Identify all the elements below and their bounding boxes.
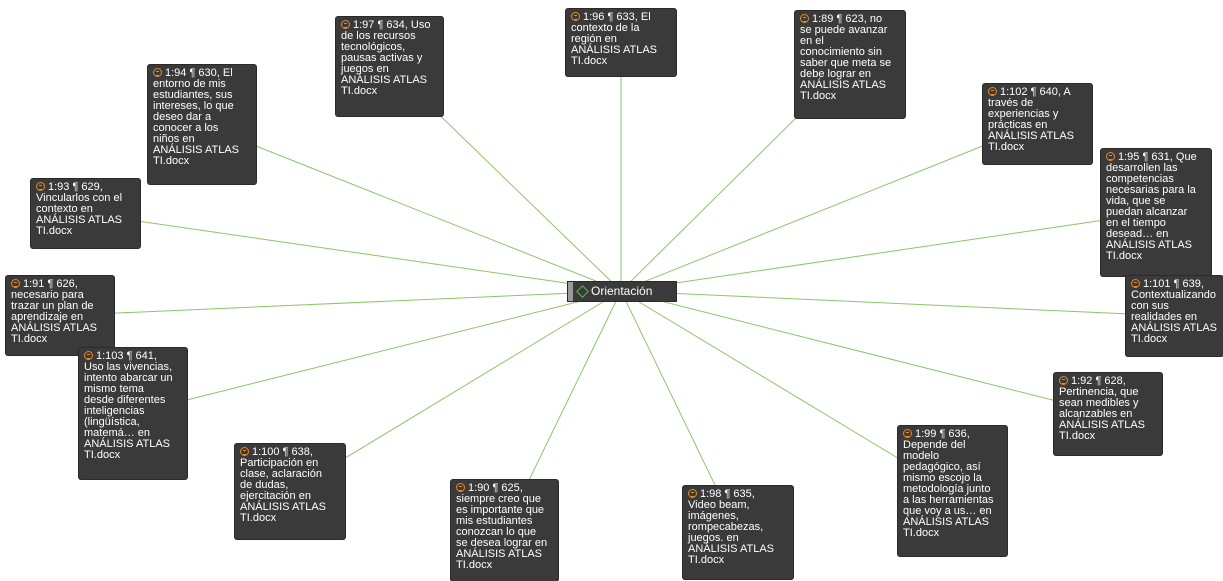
- quotation-icon: [456, 483, 465, 492]
- quotation-icon: [84, 351, 93, 360]
- quotation-icon: [341, 20, 350, 29]
- code-label: Orientación: [591, 284, 653, 298]
- edge-line: [620, 212, 1157, 292]
- edge-line: [201, 124, 622, 292]
- quote-node[interactable]: 1:97 ¶ 634, Uso de los recursos tecnológ…: [336, 17, 443, 116]
- quote-node[interactable]: 1:99 ¶ 636, Depende del modelo pedagógic…: [898, 426, 1007, 556]
- edge-line: [620, 290, 953, 492]
- quotation-icon: [688, 489, 697, 498]
- quote-node[interactable]: 1:102 ¶ 640, A través de experiencias y …: [983, 84, 1092, 164]
- quotation-icon: [36, 182, 45, 191]
- edge-line: [620, 290, 1109, 415]
- quote-text: 1:101 ¶ 639, Contextualizando con sus re…: [1131, 278, 1218, 345]
- quote-node[interactable]: 1:93 ¶ 629, Vincularlos con el contexto …: [31, 179, 140, 248]
- quote-node[interactable]: 1:90 ¶ 625, siempre creo que es importan…: [451, 480, 558, 581]
- quotation-icon: [240, 447, 249, 456]
- edge-line: [85, 213, 622, 292]
- quote-node[interactable]: 1:98 ¶ 635, Video beam, imágenes, rompec…: [683, 486, 793, 579]
- quotation-icon: [11, 279, 20, 288]
- quote-text: 1:97 ¶ 634, Uso de los recursos tecnológ…: [341, 19, 431, 97]
- quote-text: 1:90 ¶ 625, siempre creo que es importan…: [456, 482, 548, 571]
- quotation-icon: [571, 12, 580, 21]
- quotation-icon: [988, 87, 997, 96]
- quotation-icon: [1106, 152, 1115, 161]
- quote-text: 1:100 ¶ 638, Participación en clase, acl…: [240, 446, 327, 524]
- quote-text: 1:93 ¶ 629, Vincularlos con el contexto …: [36, 181, 123, 237]
- quote-text: 1:103 ¶ 641, Uso las vivencias, intento …: [84, 350, 173, 461]
- quote-text: 1:95 ¶ 631, Que desarrollen las competen…: [1106, 151, 1197, 262]
- quote-text: 1:99 ¶ 636, Depende del modelo pedagógic…: [903, 428, 994, 539]
- quotation-icon: [1059, 376, 1068, 385]
- quote-node[interactable]: 1:94 ¶ 630, El entorno de mis estudiante…: [148, 65, 256, 184]
- quote-node[interactable]: 1:91 ¶ 626, necesario para trazar un pla…: [6, 276, 114, 355]
- quotation-icon: [1131, 279, 1140, 288]
- quote-text: 1:92 ¶ 628, Pertinencia, que sean medibl…: [1059, 375, 1146, 442]
- quote-node[interactable]: 1:101 ¶ 639, Contextualizando con sus re…: [1126, 276, 1223, 356]
- edge-line: [620, 290, 1175, 317]
- quote-text: 1:102 ¶ 640, A través de experiencias y …: [988, 86, 1075, 153]
- quote-text: 1:96 ¶ 633, El contexto de la región en …: [571, 11, 658, 67]
- quote-text: 1:91 ¶ 626, necesario para trazar un pla…: [11, 278, 98, 345]
- code-icon: [576, 285, 589, 298]
- quote-text: 1:94 ¶ 630, El entorno de mis estudiante…: [153, 67, 240, 167]
- quote-node[interactable]: 1:96 ¶ 633, El contexto de la región en …: [566, 9, 676, 76]
- edge-line: [620, 123, 1038, 292]
- quote-node[interactable]: 1:92 ¶ 628, Pertinencia, que sean medibl…: [1054, 373, 1162, 455]
- quotation-icon: [903, 429, 912, 438]
- node-handle[interactable]: [568, 282, 573, 301]
- edge-line: [59, 290, 622, 316]
- quote-node[interactable]: 1:103 ¶ 641, Uso las vivencias, intento …: [79, 348, 187, 479]
- quote-text: 1:98 ¶ 635, Video beam, imágenes, rompec…: [688, 488, 775, 566]
- quote-node[interactable]: 1:100 ¶ 638, Participación en clase, acl…: [235, 444, 345, 539]
- quotation-icon: [800, 14, 809, 23]
- edge-line: [289, 290, 622, 492]
- quote-text: 1:89 ¶ 623, no se puede avanzar en el co…: [800, 13, 892, 102]
- quote-node[interactable]: 1:95 ¶ 631, Que desarrollen las competen…: [1101, 149, 1211, 276]
- code-node-orientacion[interactable]: Orientación: [568, 282, 676, 301]
- quotation-icon: [153, 68, 162, 77]
- quote-node[interactable]: 1:89 ¶ 623, no se puede avanzar en el co…: [795, 11, 905, 118]
- edge-line: [132, 290, 622, 414]
